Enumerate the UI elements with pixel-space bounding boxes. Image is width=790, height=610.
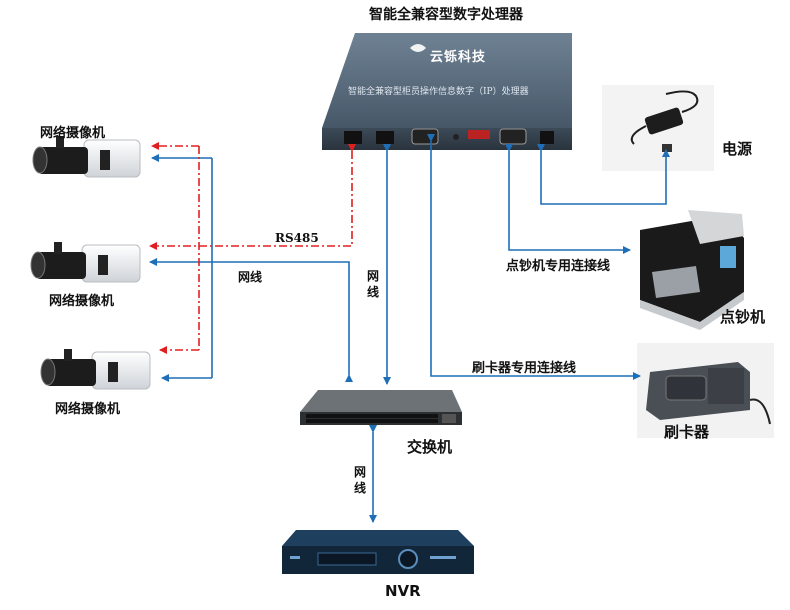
nvr-label: NVR <box>385 582 421 600</box>
cable-center-label: 网线 <box>366 269 379 299</box>
camera-network-link <box>149 258 353 382</box>
cable-links <box>149 134 670 523</box>
card-reader-link <box>427 134 641 380</box>
camera-3-label: 网络摄像机 <box>55 402 121 417</box>
card-reader-label: 刷卡器 <box>664 423 710 441</box>
power-label: 电源 <box>722 140 753 158</box>
nvr-device <box>282 530 474 574</box>
cable-nvr-label: 网线 <box>353 465 366 495</box>
camera-3 <box>40 349 151 390</box>
counter-cable-label: 点钞机专用连接线 <box>506 259 611 274</box>
rs485-links <box>149 142 356 354</box>
reader-cable-label: 刷卡器专用连接线 <box>472 361 577 376</box>
camera-2 <box>30 242 141 283</box>
network-switch <box>300 390 462 425</box>
processor-logo: 云铄科技 <box>430 50 487 65</box>
switch-label: 交换机 <box>407 438 453 456</box>
rs485-label: RS485 <box>275 231 319 245</box>
diagram-title: 智能全兼容型数字处理器 <box>369 7 523 23</box>
power-adapter <box>602 85 714 171</box>
processor-panel-text: 智能全兼容型柜员操作信息数字（IP）处理器 <box>348 87 529 97</box>
money-counter <box>640 210 744 330</box>
card-reader <box>637 343 774 438</box>
cable-left-label: 网线 <box>238 270 263 284</box>
camera-2-label: 网络摄像机 <box>49 294 115 309</box>
camera-1 <box>32 136 141 178</box>
counter-label: 点钞机 <box>720 308 766 326</box>
camera-1-label: 网络摄像机 <box>40 126 106 141</box>
